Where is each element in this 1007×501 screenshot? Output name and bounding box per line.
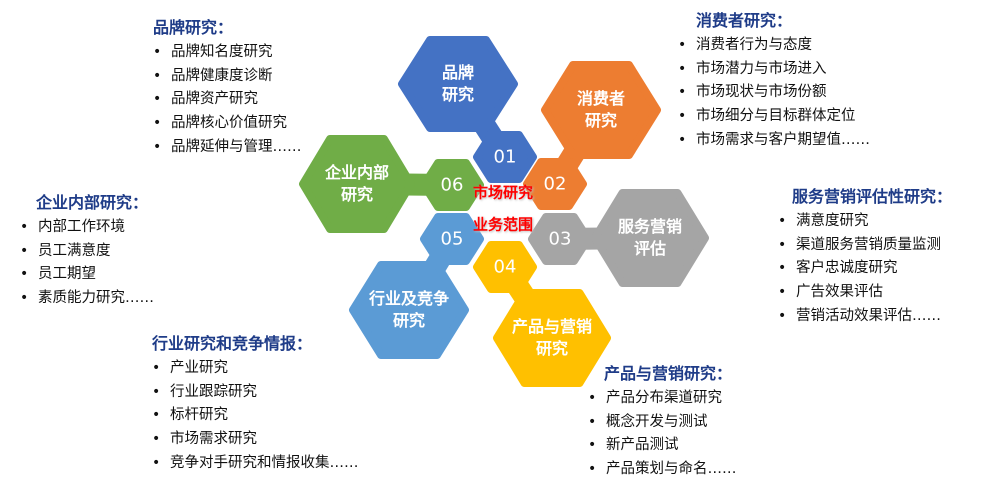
label-line2: 研究 <box>584 111 618 130</box>
segment-label-consumer: 消费者研究 <box>577 88 625 132</box>
block-title: 服务营销评估性研究： <box>792 187 953 206</box>
block-title: 企业内部研究： <box>36 193 149 212</box>
hexagon-brand <box>398 36 518 132</box>
label-line1: 行业及竞争 <box>368 289 450 308</box>
hexagon-industry <box>349 261 469 359</box>
block-title: 品牌研究： <box>153 18 234 37</box>
list-item: 品牌资产研究 <box>153 88 302 112</box>
list-item: 广告效果评估 <box>778 281 952 305</box>
list-item: 员工期望 <box>20 263 154 287</box>
list-item: 市场需求研究 <box>152 428 359 452</box>
list-item: 客户忠诚度研究 <box>778 257 952 281</box>
list-item: 满意度研究 <box>778 210 952 234</box>
list-item: 产品分布渠道研究 <box>588 387 737 411</box>
label-line2: 研究 <box>340 185 374 204</box>
label-line1: 产品与营销 <box>511 317 593 336</box>
service-evaluation-block: 服务营销评估性研究： 满意度研究渠道服务营销质量监测客户忠诚度研究广告效果评估营… <box>778 183 952 329</box>
hexagon-service <box>591 189 709 287</box>
segment-label-industry: 行业及竞争研究 <box>369 288 449 332</box>
hexagon-internal <box>299 135 415 233</box>
list-item: 营销活动效果评估…… <box>778 305 952 329</box>
label-line2: 评估 <box>633 239 667 258</box>
list-item: 消费者行为与态度 <box>678 34 870 58</box>
list-item: 概念开发与测试 <box>588 411 737 435</box>
list-item: 渠道服务营销质量监测 <box>778 234 952 258</box>
list-item: 品牌延伸与管理…… <box>153 136 302 160</box>
segment-label-product: 产品与营销研究 <box>512 316 592 360</box>
hexagon-product <box>493 289 611 387</box>
list-item: 品牌健康度诊断 <box>153 65 302 89</box>
list-item: 竞争对手研究和情报收集…… <box>152 452 359 476</box>
segment-label-brand: 品牌研究 <box>442 62 474 106</box>
internal-research-block: 企业内部研究： 内部工作环境员工满意度员工期望素质能力研究…… <box>20 189 154 311</box>
list-item: 行业跟踪研究 <box>152 381 359 405</box>
list-item: 市场现状与市场份额 <box>678 81 870 105</box>
segment-number: 03 <box>548 228 572 250</box>
consumer-research-block: 消费者研究： 消费者行为与态度市场潜力与市场进入市场现状与市场份额市场细分与目标… <box>678 7 870 153</box>
label-line1: 服务营销 <box>617 217 683 236</box>
segment-number: 06 <box>440 174 464 196</box>
list-item: 素质能力研究…… <box>20 287 154 311</box>
number-hexagon-brand <box>473 131 537 183</box>
number-hexagon-product <box>473 241 537 293</box>
number-hexagon-consumer <box>523 158 587 210</box>
list-item: 内部工作环境 <box>20 216 154 240</box>
center-title-line1: 市场研究 <box>472 183 534 202</box>
number-hexagon-industry <box>420 213 484 265</box>
number-hexagon-internal <box>420 159 484 211</box>
block-title: 消费者研究： <box>696 11 793 30</box>
list-item: 品牌知名度研究 <box>153 41 302 65</box>
list-item: 市场需求与客户期望值…… <box>678 129 870 153</box>
list-item: 市场潜力与市场进入 <box>678 58 870 82</box>
center-title-line2: 业务范围 <box>472 215 534 234</box>
segment-number: 04 <box>493 256 517 278</box>
block-title: 行业研究和竞争情报： <box>152 334 313 353</box>
segment-number: 02 <box>543 173 567 195</box>
segment-label-internal: 企业内部研究 <box>325 162 389 206</box>
number-hexagon-service <box>528 213 592 265</box>
list-item: 新产品测试 <box>588 434 737 458</box>
list-item: 标杆研究 <box>152 404 359 428</box>
label-line1: 消费者 <box>576 89 626 108</box>
label-line2: 研究 <box>535 339 569 358</box>
list-item: 产品策划与命名…… <box>588 458 737 482</box>
list-item: 产业研究 <box>152 357 359 381</box>
label-line2: 研究 <box>392 311 426 330</box>
block-title: 产品与营销研究： <box>604 364 733 383</box>
list-item: 品牌核心价值研究 <box>153 112 302 136</box>
industry-competition-block: 行业研究和竞争情报： 产业研究行业跟踪研究标杆研究市场需求研究竞争对手研究和情报… <box>152 330 359 476</box>
list-item: 员工满意度 <box>20 240 154 264</box>
label-line2: 研究 <box>441 85 475 104</box>
list-item: 市场细分与目标群体定位 <box>678 105 870 129</box>
label-line1: 企业内部 <box>324 163 390 182</box>
hexagon-consumer <box>541 61 661 159</box>
segment-number: 05 <box>440 228 464 250</box>
label-line1: 品牌 <box>441 63 475 82</box>
segment-label-service: 服务营销评估 <box>618 216 682 260</box>
product-marketing-block: 产品与营销研究： 产品分布渠道研究概念开发与测试新产品测试产品策划与命名…… <box>588 360 737 482</box>
segment-number: 01 <box>493 146 517 168</box>
brand-research-block: 品牌研究： 品牌知名度研究品牌健康度诊断品牌资产研究品牌核心价值研究品牌延伸与管… <box>153 14 302 160</box>
